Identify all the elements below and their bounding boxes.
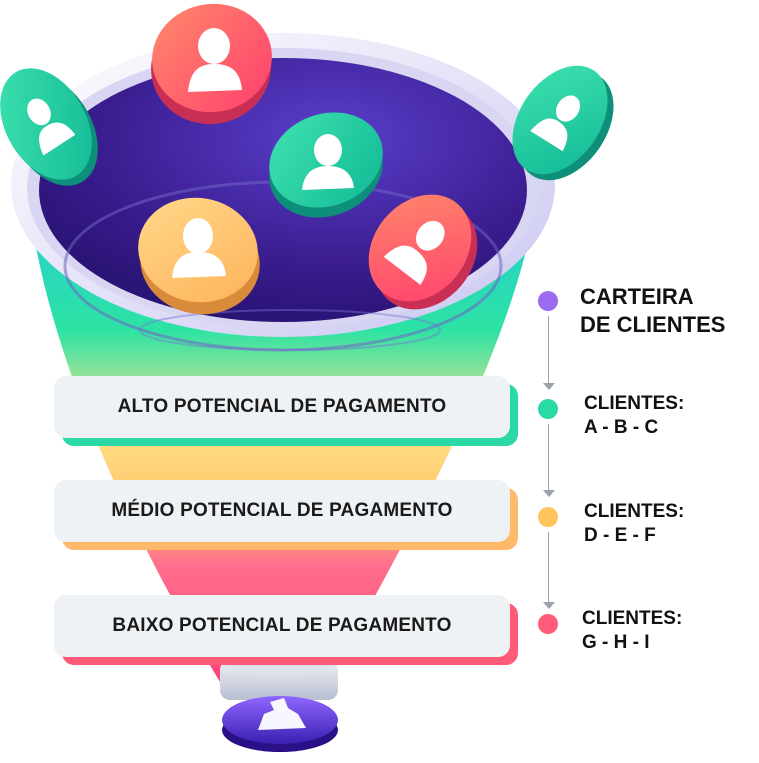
stage-medium-label: MÉDIO POTENCIAL DE PAGAMENTO [54, 480, 510, 542]
legend-low: CLIENTES: G - H - I [582, 607, 682, 655]
stage-high-label: ALTO POTENCIAL DE PAGAMENTO [54, 376, 510, 438]
legend-high: CLIENTES: A - B - C [584, 392, 684, 440]
legend-arrow [543, 383, 555, 390]
user-silhouette-icon [302, 134, 354, 190]
client-token-icon [151, 3, 272, 125]
legend-arrow [543, 602, 555, 609]
user-silhouette-icon [172, 218, 226, 278]
legend-medium: CLIENTES: D - E - F [584, 500, 684, 548]
user-silhouette-icon [383, 220, 445, 285]
client-token-icon [0, 68, 98, 186]
client-token-icon [512, 65, 614, 181]
legend-dot-medium [538, 507, 558, 527]
legend-connector [548, 424, 549, 492]
stage-low-label: BAIXO POTENCIAL DE PAGAMENTO [54, 595, 510, 657]
user-silhouette-icon [188, 28, 242, 92]
legend-medium-line2: D - E - F [584, 524, 656, 546]
legend-dot-high [538, 399, 558, 419]
legend-portfolio-line1: CARTEIRA [580, 284, 694, 309]
legend-arrow [543, 490, 555, 497]
user-silhouette-icon [530, 95, 581, 152]
user-silhouette-icon [27, 98, 76, 156]
legend-high-line1: CLIENTES: [584, 393, 685, 414]
legend-medium-line1: CLIENTES: [584, 501, 685, 522]
legend-connector [548, 316, 549, 386]
legend-low-line1: CLIENTES: [582, 608, 683, 629]
legend-high-line2: A - B - C [584, 416, 659, 438]
legend-dot-portfolio [538, 291, 558, 311]
legend-portfolio-line2: DE CLIENTES [580, 311, 726, 337]
client-token-icon [222, 696, 338, 752]
legend-low-line2: G - H - I [582, 631, 650, 653]
client-token-icon [138, 197, 260, 315]
legend-portfolio: CARTEIRA DE CLIENTES [580, 283, 725, 338]
legend-dot-low [538, 614, 558, 634]
client-token-icon [269, 112, 383, 218]
legend-connector [548, 532, 549, 604]
client-token-icon [368, 194, 478, 310]
